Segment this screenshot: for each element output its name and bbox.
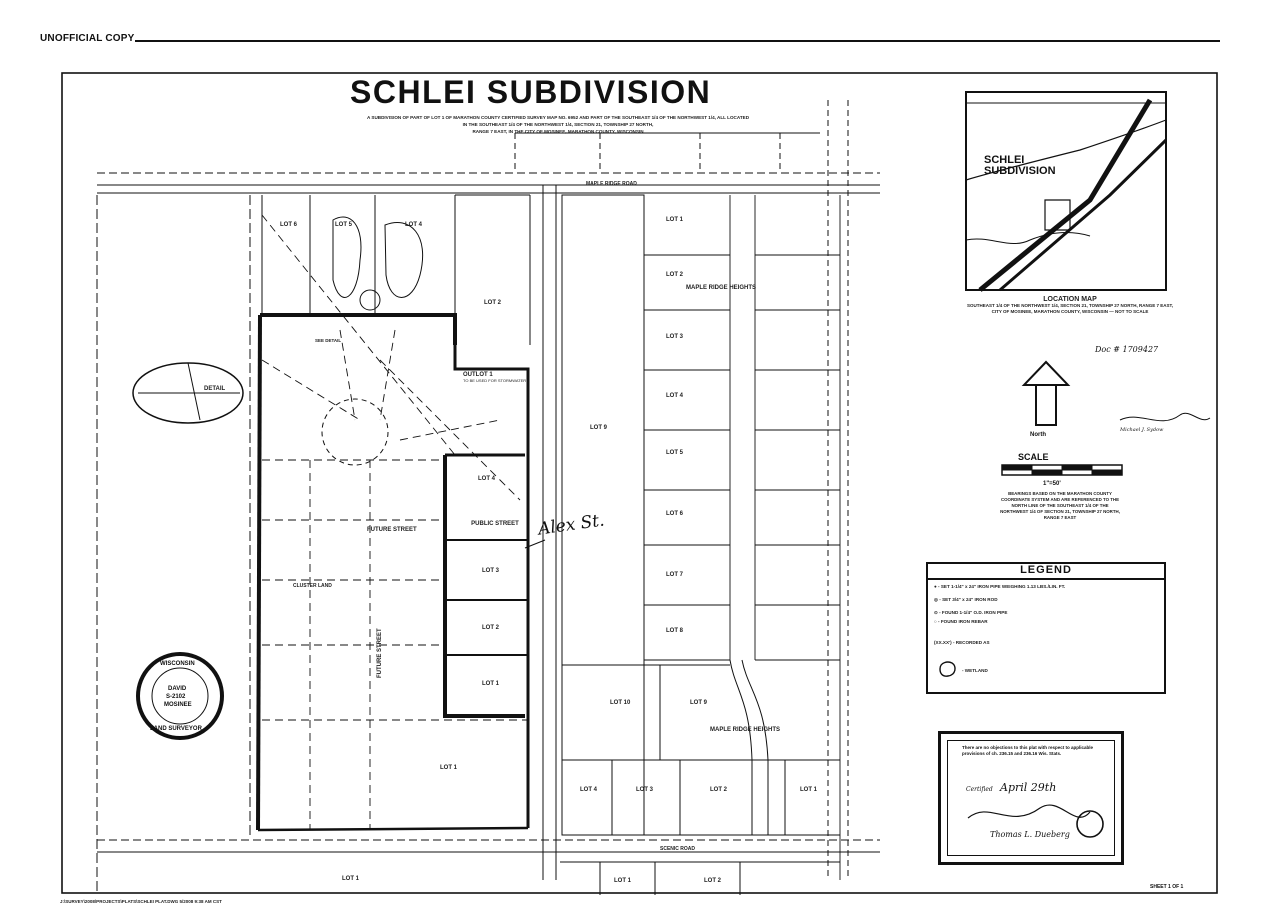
scenic-road-label: SCENIC ROAD — [660, 846, 696, 852]
legend-item: ⊙ - FOUND 1-1/4" O.D. IRON PIPE — [934, 610, 1008, 615]
legend-item: ◎ - SET 3/4" x 24" IRON ROD — [934, 597, 998, 602]
recording-doc-number: Doc # 1709427 — [1095, 345, 1159, 354]
subtitle-line-1: A SUBDIVISION OF PART OF LOT 1 OF MARATH… — [366, 115, 750, 120]
seal-city: MOSINEE — [164, 702, 192, 708]
certificate-text: There are no objections to this plat wit… — [962, 745, 1094, 756]
surveyor-seal — [136, 652, 224, 740]
outlot-name: OUTLOT 1 — [463, 372, 493, 378]
lot-label: LOT 5 — [335, 222, 353, 228]
lot-label: LOT 3 — [636, 787, 654, 793]
maple-ridge-heights-label: MAPLE RIDGE HEIGHTS — [686, 285, 757, 291]
lot-label: LOT 1 — [800, 787, 818, 793]
lot-label: LOT 2 — [482, 625, 500, 631]
certificate-signature: Thomas L. Dueberg — [990, 830, 1070, 839]
lot-label: LOT 3 — [482, 568, 500, 574]
recorder-stamp — [1119, 412, 1211, 422]
legend-box: LEGEND ● - SET 1-1/4" x 24" IRON PIPE WE… — [926, 562, 1166, 694]
lot-label: LOT 10 — [610, 700, 631, 706]
scale-bar — [1001, 464, 1123, 476]
north-arrow — [1021, 360, 1071, 426]
sheet-number: SHEET 1 OF 1 — [1150, 884, 1184, 890]
location-map-title-line2: SUBDIVISION — [984, 165, 1056, 177]
detail-label: DETAIL — [204, 386, 226, 392]
lot-label: LOT 4 — [580, 787, 598, 793]
bearing-basis-note: BEARINGS BASED ON THE MARATHON COUNTY CO… — [1000, 491, 1120, 520]
seal-number: S-2102 — [166, 694, 186, 700]
public-street-label: PUBLIC STREET — [471, 521, 519, 527]
legend-item: ○ - FOUND IRON REBAR — [934, 619, 988, 624]
lot-label: LOT 4 — [405, 222, 423, 228]
seal-name: DAVID — [168, 686, 187, 692]
plat-title: SCHLEI SUBDIVISION — [350, 74, 712, 110]
subtitle-line-3: RANGE 7 EAST, IN THE CITY OF MOSINEE, MA… — [472, 129, 644, 134]
seal-profession: LAND SURVEYOR — [150, 726, 202, 732]
legend-item: ● - SET 1-1/4" x 24" IRON PIPE WEIGHING … — [934, 584, 1066, 589]
scale-label: SCALE — [1018, 452, 1049, 462]
wetland-icon — [939, 661, 956, 677]
unofficial-copy-watermark: UNOFFICIAL COPY — [40, 33, 135, 44]
lot-label: LOT 1 — [666, 217, 684, 223]
file-path-footer: J:\SURVEY\2008\PROJECTS\PLATS\SCHLEI PLA… — [60, 899, 222, 904]
certificate-inner-border — [947, 740, 1115, 856]
legend-item: (XX.XX') - RECORDED AS — [934, 640, 990, 645]
register-signature: Michael J. Sydow — [1120, 427, 1164, 433]
location-map-title: SCHLEI SUBDIVISION — [984, 155, 1056, 177]
certificate-box — [938, 731, 1124, 865]
future-street-label-vertical: FUTURE STREET — [377, 628, 383, 678]
location-map-title-line1: SCHLEI — [984, 154, 1025, 166]
lot-label: LOT 9 — [690, 700, 708, 706]
outlot-note: TO BE USED FOR STORMWATER — [463, 378, 527, 383]
location-map-caption: LOCATION MAP SOUTHEAST 1/4 OF THE NORTHW… — [965, 296, 1175, 315]
lot-label: LOT 4 — [478, 476, 496, 482]
future-street-label: FUTURE STREET — [367, 527, 417, 533]
scale-ratio: 1"=50' — [1043, 481, 1061, 487]
location-map-caption-sub: SOUTHEAST 1/4 OF THE NORTHWEST 1/4, SECT… — [966, 303, 1174, 314]
maple-ridge-heights-label-lower: MAPLE RIDGE HEIGHTS — [710, 727, 781, 733]
lot-label: LOT 5 — [666, 450, 684, 456]
lot-label: LOT 8 — [666, 628, 684, 634]
lot-label: LOT 1 — [440, 765, 458, 771]
lot-label: LOT 6 — [666, 511, 684, 517]
legend-title: LEGEND — [928, 564, 1164, 580]
certificate-certified-label: Certified — [966, 786, 993, 793]
north-label: North — [1030, 432, 1046, 438]
lot-label: LOT 6 — [280, 222, 298, 228]
cluster-land-label: CLUSTER LAND — [293, 583, 332, 589]
location-map — [965, 91, 1168, 292]
lot-label: LOT 7 — [666, 572, 684, 578]
lot-label: LOT 9 — [590, 425, 608, 431]
sheet-border — [61, 72, 1218, 894]
header-rule — [135, 40, 1220, 42]
lot-label: LOT 2 — [484, 300, 502, 306]
lot-label: LOT 1 — [482, 681, 500, 687]
lot-label: LOT 4 — [666, 393, 684, 399]
lot-label: LOT 1 — [614, 878, 632, 884]
lot-label: LOT 1 — [342, 876, 360, 882]
plat-subtitle: A SUBDIVISION OF PART OF LOT 1 OF MARATH… — [268, 114, 848, 135]
road-label-maple-ridge: MAPLE RIDGE ROAD — [586, 181, 637, 187]
certificate-date: April 29th — [1000, 781, 1057, 794]
subtitle-line-2: IN THE SOUTHEAST 1/4 OF THE NORTHWEST 1/… — [462, 122, 654, 127]
legend-item: - WETLAND — [962, 668, 988, 673]
lot-label: LOT 2 — [666, 272, 684, 278]
location-map-caption-title: LOCATION MAP — [1043, 296, 1097, 303]
lot-label: LOT 2 — [710, 787, 728, 793]
lot-label: LOT 3 — [666, 334, 684, 340]
lot-label: LOT 2 — [704, 878, 722, 884]
see-detail-label: SEE DETAIL — [315, 338, 342, 343]
seal-state: WISCONSIN — [160, 661, 195, 667]
